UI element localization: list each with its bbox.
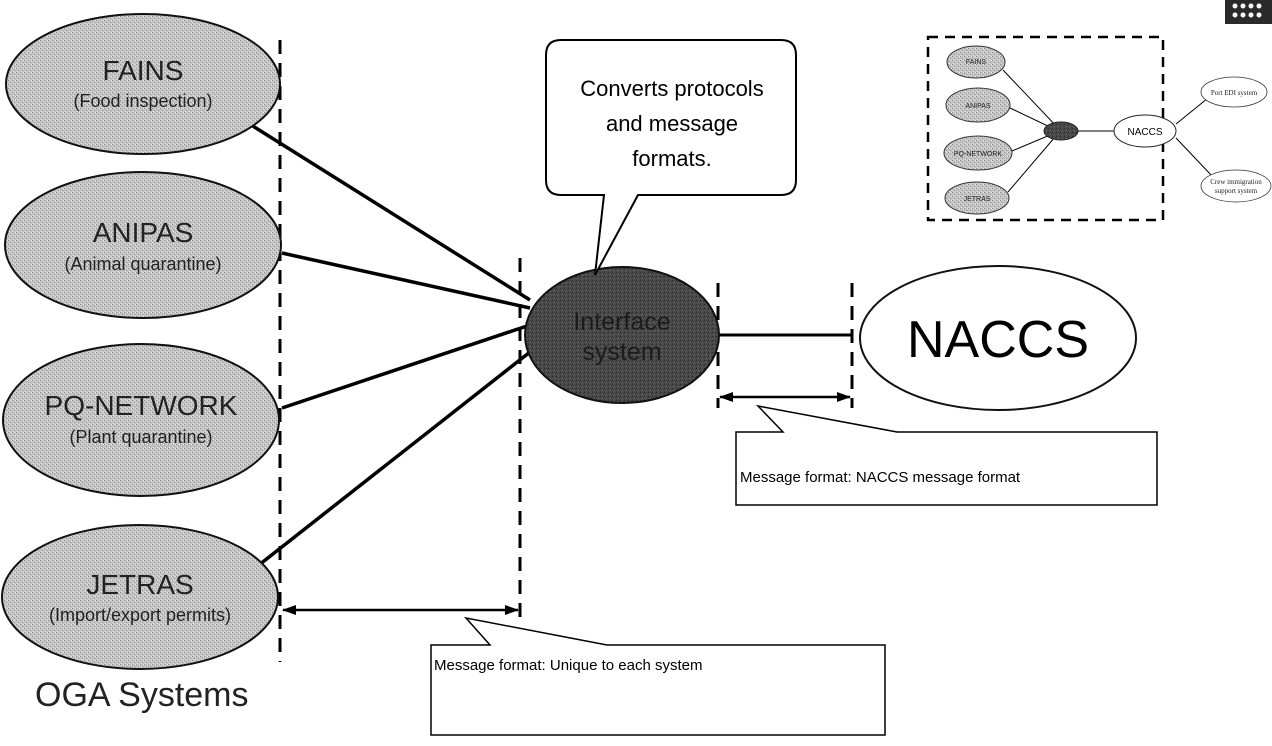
svg-text:formats.: formats. (632, 146, 711, 171)
svg-text:system: system (582, 338, 661, 366)
svg-text:Port EDI system: Port EDI system (1211, 89, 1258, 97)
svg-text:NACCS: NACCS (1127, 127, 1162, 138)
naccs-format-note: Message format: NACCS message format (735, 404, 1158, 506)
svg-text:FAINS: FAINS (966, 59, 987, 66)
protocol-conversion-callout: Converts protocols and message formats. (545, 39, 797, 276)
mini-port-edi-node: Port EDI system (1200, 76, 1268, 108)
corner-logo-icon (1225, 0, 1272, 24)
svg-text:Interface: Interface (573, 308, 670, 336)
oga-node-jetras: JETRAS (Import/export permits) (1, 524, 279, 670)
mini-oga-pq-network: PQ-NETWORK (943, 135, 1013, 171)
svg-text:(Food inspection): (Food inspection) (73, 91, 212, 111)
mini-oga-fains: FAINS (946, 45, 1006, 79)
svg-text:FAINS: FAINS (103, 55, 184, 86)
svg-text:Crew immigration: Crew immigration (1210, 178, 1262, 186)
oga-node-pq-network: PQ-NETWORK (Plant quarantine) (2, 343, 280, 497)
svg-text:and message: and message (606, 111, 738, 136)
svg-text:Message format: NACCS message: Message format: NACCS message format (740, 469, 1021, 486)
mini-crew-node: Crew immigration support system (1200, 169, 1272, 203)
mini-interface-node (1043, 121, 1079, 141)
naccs-node: NACCS (859, 265, 1137, 411)
dashed-boundaries (278, 40, 854, 662)
interface-system-node: Interface system (524, 266, 720, 404)
svg-text:ANIPAS: ANIPAS (93, 217, 194, 248)
svg-text:JETRAS: JETRAS (86, 569, 193, 600)
pq-network-link (281, 323, 531, 410)
oga-systems-caption: OGA Systems (35, 676, 249, 714)
svg-text:PQ-NETWORK: PQ-NETWORK (45, 390, 238, 421)
oga-node-fains: FAINS (Food inspection) (5, 13, 281, 155)
svg-text:JETRAS: JETRAS (964, 196, 991, 203)
connection-lines (239, 116, 852, 574)
svg-text:NACCS: NACCS (907, 311, 1089, 369)
unique-format-note: Message format: Unique to each system (430, 616, 886, 736)
svg-text:Message format: Unique to each: Message format: Unique to each system (434, 657, 702, 674)
mini-naccs-node: NACCS (1113, 114, 1177, 148)
svg-text:PQ-NETWORK: PQ-NETWORK (954, 151, 1003, 158)
oga-node-anipas: ANIPAS (Animal quarantine) (4, 171, 282, 319)
anipas-link (281, 251, 531, 310)
mini-oga-jetras: JETRAS (944, 181, 1010, 215)
svg-text:(Import/export permits): (Import/export permits) (49, 605, 231, 625)
fains-link (239, 116, 531, 302)
svg-text:support system: support system (1215, 187, 1258, 195)
svg-text:ANIPAS: ANIPAS (965, 103, 990, 110)
jetras-link (248, 350, 532, 574)
svg-text:(Plant quarantine): (Plant quarantine) (69, 427, 212, 447)
mini-oga-anipas: ANIPAS (945, 87, 1011, 123)
svg-text:Converts protocols: Converts protocols (580, 76, 763, 101)
svg-text:(Animal quarantine): (Animal quarantine) (64, 254, 221, 274)
mini-overview-diagram: FAINS ANIPAS PQ-NETWORK JETRAS NACCS Por… (926, 35, 1272, 222)
